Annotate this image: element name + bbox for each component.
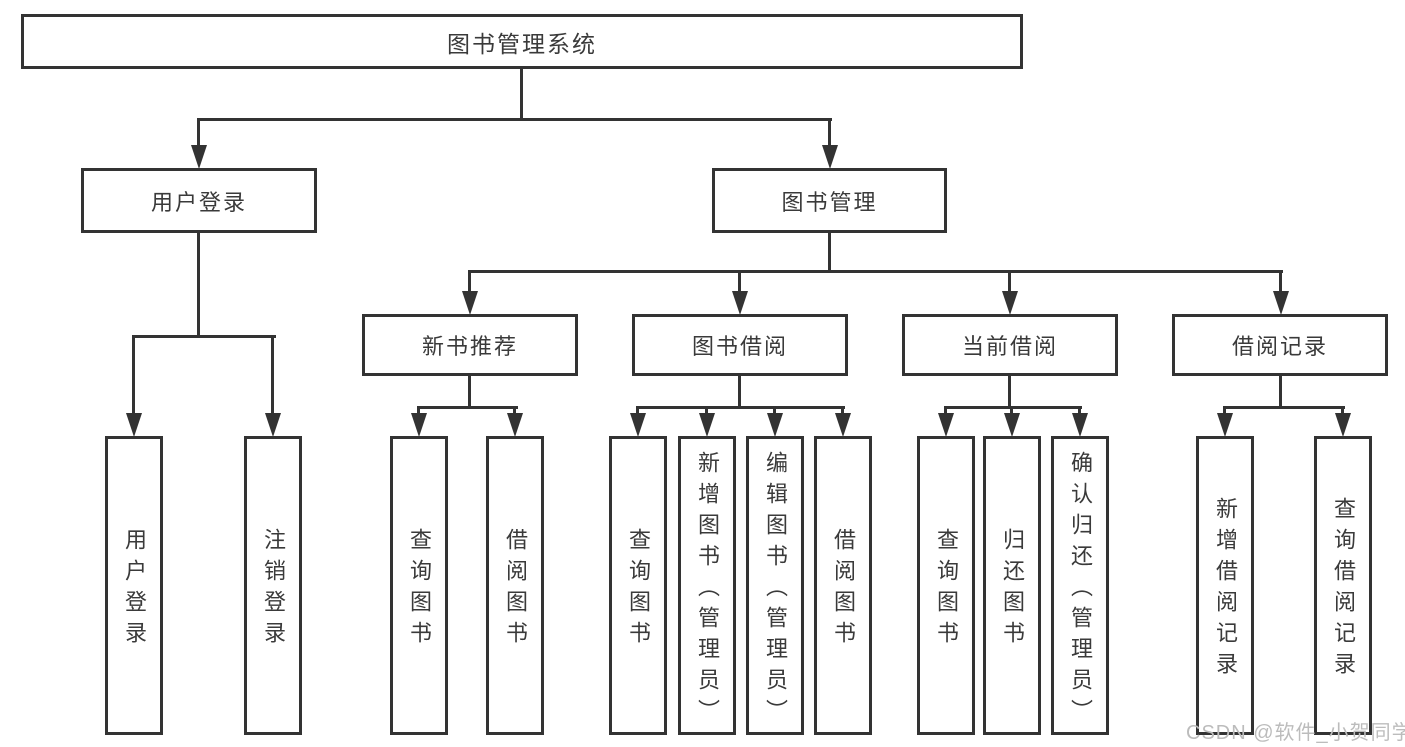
connector-line [417,406,518,409]
connector-line [1223,406,1226,418]
arrow-down-icon [191,145,207,169]
arrow-down-icon [1335,413,1351,437]
arrow-down-icon [126,413,142,437]
node-book-borrowing: 图书借阅 [632,314,848,376]
connector-line [132,335,135,415]
leaf-add-borrow-record: 新增借阅记录 [1196,436,1254,735]
node-label: 编辑图书（管理员） [763,450,788,730]
node-label: 查询借阅记录 [1331,497,1356,683]
node-borrowing-records: 借阅记录 [1172,314,1388,376]
node-label: 注销登录 [261,528,286,652]
connector-line [1279,376,1282,408]
connector-line [468,270,471,294]
arrow-down-icon [462,291,478,315]
leaf-add-book-admin: 新增图书（管理员） [678,436,736,735]
leaf-edit-book-admin: 编辑图书（管理员） [746,436,804,735]
leaf-borrow-books-2: 借阅图书 [814,436,872,735]
arrow-down-icon [265,413,281,437]
leaf-user-login: 用户登录 [105,436,163,735]
connector-line [1341,406,1344,418]
node-book-management: 图书管理 [712,168,947,233]
connector-line [738,270,741,294]
connector-line [468,270,1283,273]
arrow-down-icon [411,413,427,437]
connector-line [468,376,471,408]
connector-line [417,406,420,418]
arrow-down-icon [1273,291,1289,315]
arrow-down-icon [767,413,783,437]
connector-line [271,335,274,415]
node-label: 借阅图书 [831,528,856,652]
csdn-watermark: CSDN @软件_小贺同学 [1186,722,1405,744]
leaf-query-books-2: 查询图书 [609,436,667,735]
leaf-query-books-1: 查询图书 [390,436,448,735]
node-label: 新增借阅记录 [1213,497,1238,683]
leaf-logout: 注销登录 [244,436,302,735]
arrow-down-icon [1002,291,1018,315]
connector-line [773,406,776,418]
node-label: 图书借阅 [691,334,788,359]
connector-line [828,233,831,272]
node-user-login: 用户登录 [81,168,317,233]
connector-line [1008,376,1011,408]
connector-line [1223,406,1345,409]
arrow-down-icon [835,413,851,437]
leaf-query-books-3: 查询图书 [917,436,975,735]
connector-line [705,406,708,418]
arrow-down-icon [1217,413,1233,437]
node-label: 当前借阅 [961,334,1058,359]
connector-line [513,406,516,418]
connector-line [197,118,200,148]
connector-line [636,406,639,418]
node-label: 图书管理 [781,189,878,215]
node-label: 用户登录 [150,189,247,215]
connector-line [1008,270,1011,294]
arrow-down-icon [1004,413,1020,437]
arrow-down-icon [732,291,748,315]
node-book-management-system: 图书管理系统 [21,14,1023,69]
connector-line [944,406,1082,409]
leaf-borrow-books-1: 借阅图书 [486,436,544,735]
leaf-confirm-return-admin: 确认归还（管理员） [1051,436,1109,735]
connector-line [520,69,523,118]
node-label: 归还图书 [1000,528,1025,652]
connector-line [1078,406,1081,418]
node-label: 查询图书 [407,528,432,652]
connector-line [1279,270,1282,294]
connector-line [828,118,831,148]
node-label: 用户登录 [122,528,147,652]
connector-line [197,233,200,338]
arrow-down-icon [507,413,523,437]
node-current-borrowing: 当前借阅 [902,314,1118,376]
arrow-down-icon [1072,413,1088,437]
connector-line [197,118,832,121]
node-label: 图书管理系统 [447,30,597,57]
connector-line [132,335,276,338]
arrow-down-icon [630,413,646,437]
node-label: 新书推荐 [421,334,518,359]
arrow-down-icon [699,413,715,437]
connector-line [738,376,741,408]
node-label: 借阅记录 [1231,334,1328,359]
arrow-down-icon [822,145,838,169]
connector-line [636,406,845,409]
node-new-book-recommendation: 新书推荐 [362,314,578,376]
connector-line [944,406,947,418]
node-label: 查询图书 [934,528,959,652]
leaf-query-borrow-record: 查询借阅记录 [1314,436,1372,735]
node-label: 借阅图书 [503,528,528,652]
connector-line [1010,406,1013,418]
node-label: 查询图书 [626,528,651,652]
leaf-return-book: 归还图书 [983,436,1041,735]
arrow-down-icon [938,413,954,437]
node-label: 新增图书（管理员） [695,450,720,730]
node-label: 确认归还（管理员） [1068,450,1093,730]
connector-line [841,406,844,418]
